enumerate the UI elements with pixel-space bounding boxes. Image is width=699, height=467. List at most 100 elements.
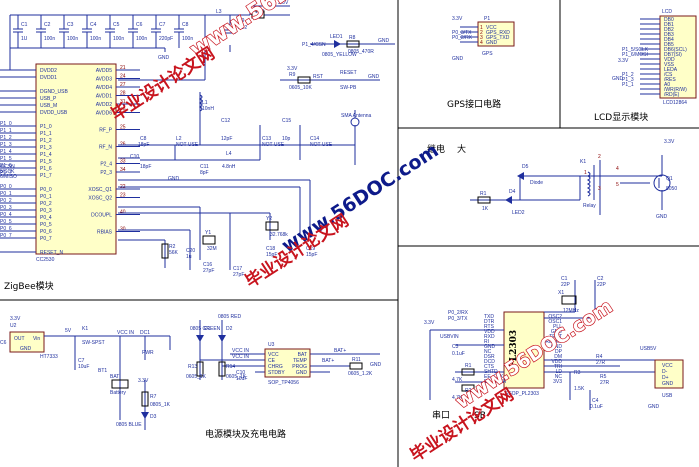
lcd-pin: DB4	[664, 37, 674, 43]
d2-ref: D2	[226, 326, 233, 332]
lcd-pin: DB1	[664, 22, 674, 28]
bt1-ref: BT1	[98, 368, 107, 374]
pl2303-right-pin: TRI	[554, 364, 562, 370]
cm-ref: C8	[140, 136, 147, 142]
c10-rf-value: 18pF	[140, 164, 151, 170]
cc2530-left-pin: RESET_N	[40, 250, 63, 256]
c3-ref: C3	[452, 344, 459, 350]
y2-value: 32.768k	[270, 232, 288, 238]
l1-ref: L1	[202, 100, 208, 106]
r9-ref: R9	[289, 72, 296, 78]
r7-resistor	[141, 391, 149, 407]
rf-gnd-label: GND	[168, 176, 180, 182]
c3-value: 0.1uF	[452, 351, 465, 357]
lcd-pin: VDD	[664, 57, 675, 63]
d3-value: 0805 BLUE	[116, 422, 142, 428]
c12-ref: C12	[221, 118, 230, 124]
cap-value: 1U	[21, 36, 28, 42]
k1-value: SW-SPST	[82, 340, 105, 346]
lcd-pin-net: P1_2	[622, 72, 634, 78]
bat-ref: BAT	[110, 374, 119, 380]
pl2303-right-pin: DM	[554, 354, 562, 360]
led1-part: 0805_YELLOW	[322, 52, 357, 58]
cc2530-right-pin: RF_P	[99, 128, 112, 134]
cc2530-right-pin: XOSC_Q2	[88, 196, 112, 202]
cc2530-left-net: P1_2	[0, 135, 12, 141]
gps-section-title: GPS接口电路	[447, 98, 501, 110]
l2-ref: L2	[176, 136, 182, 142]
r14-ref: R14	[226, 364, 235, 370]
cc2530-left-net: P1_4	[0, 149, 12, 155]
c10-value: 10uF	[236, 376, 247, 382]
r4-usb-value: 27R	[596, 360, 606, 366]
cc2530-left-pin: P1_5	[40, 159, 52, 165]
cap-value: 100n	[136, 36, 147, 42]
cap-ref: C4	[90, 22, 97, 28]
c13-value: NOT USE	[262, 142, 285, 148]
r2-usb-ref: R2	[465, 388, 472, 394]
cc2530-left-pin: P0_1	[40, 194, 52, 200]
r3-usb-ref: R3	[574, 370, 581, 376]
c16-ref: C16	[203, 262, 212, 268]
cap-ref: C6	[136, 22, 143, 28]
lcd-pin: DB3	[664, 32, 674, 38]
tp4056-right-pin: PROG	[292, 364, 307, 370]
bat-value: Battery	[110, 390, 126, 396]
gps-pin: GPS_TXD	[486, 35, 510, 41]
cc2530-left-pin: P1_3	[40, 145, 52, 151]
d5-diode	[517, 172, 524, 180]
r14-value: 0605_1K	[226, 374, 247, 380]
vccin-label: VCC IN	[117, 330, 134, 336]
cap-ref: C5	[113, 22, 120, 28]
r2-resistor	[161, 243, 169, 259]
tp4056-left-pin: CHRG	[268, 364, 283, 370]
lcd-vcc: 3.3V	[618, 58, 629, 64]
r1-usb-resistor	[461, 368, 475, 376]
cc2530-left-net: P0_0	[0, 184, 12, 190]
tp4056-chip	[264, 348, 311, 378]
c18-ref: C18	[266, 246, 275, 252]
cc2530-left-net: P0_3	[0, 205, 12, 211]
usb-connector-pin: D+	[662, 375, 669, 381]
d4-led	[505, 196, 512, 204]
lcd-pin: /RES	[664, 77, 676, 83]
r5-usb-value: 27R	[600, 380, 610, 386]
pl2303-right-pin: PLL	[553, 324, 562, 330]
relay-section-title: 继电	[427, 143, 445, 155]
cap-value: 100n	[67, 36, 78, 42]
net-sck: 5/SCK	[0, 169, 15, 175]
c12-value: 12pF	[221, 136, 232, 142]
tp4056-right-pin: TEMP	[293, 358, 308, 364]
cc2530-pin-number: 25	[120, 125, 126, 131]
cc2530-left-pin: P1_0	[40, 124, 52, 130]
cc2530-ref: CC2530	[36, 257, 55, 263]
c14-ref: C14	[310, 136, 319, 142]
lcd-pin: DB5	[664, 42, 674, 48]
pl2303-right-pin: OSC1	[548, 319, 562, 325]
lcd-section-title: LCD显示模块	[594, 111, 648, 123]
lcd-pin: DB7(SI)	[664, 52, 682, 58]
r14-resistor	[218, 361, 226, 377]
led1-gnd: GND	[378, 38, 390, 44]
ferrite-bead	[251, 10, 265, 19]
x1-value: 12MHz	[563, 308, 579, 314]
r1-relay-value: 1K	[482, 206, 489, 212]
cc2530-left-pin: P0_7	[40, 236, 52, 242]
cc2530-right-pin: AVDD3	[96, 77, 113, 83]
cc2530-left-net: P1_7	[0, 170, 12, 176]
u3-ref: U3	[268, 342, 275, 348]
c2-usb-value: 22P	[597, 282, 607, 288]
d4-value: LED2	[512, 210, 525, 216]
cc2530-left-net: P1_6	[0, 163, 12, 169]
c17-ref: C17	[233, 266, 242, 272]
q1-transistor	[653, 174, 671, 192]
c20-ref: C20	[186, 248, 195, 254]
u3-vccin: VCC IN	[232, 348, 249, 354]
lcd-pin: DB0	[664, 17, 674, 23]
cap-ref: C8	[182, 22, 189, 28]
cc2530-left-pin: P1_6	[40, 166, 52, 172]
gps-gnd: GND	[452, 56, 464, 62]
pl2303-left-pin: EE_CLK	[484, 374, 504, 380]
